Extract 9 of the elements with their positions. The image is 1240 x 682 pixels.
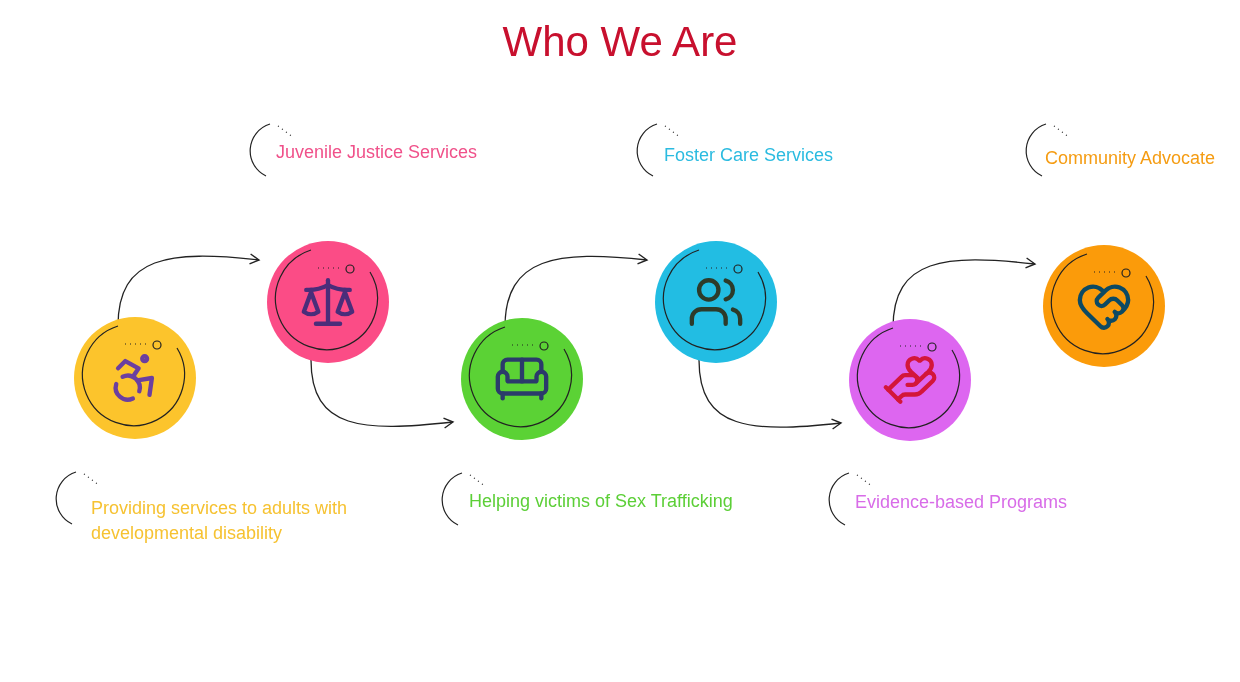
curved-arrow [698, 359, 842, 430]
title: Who We Are [502, 17, 738, 67]
service-label: Evidence-based Programs [855, 491, 1069, 514]
service-label: Foster Care Services [664, 144, 835, 167]
service-label: Helping victims of Sex Trafficking [469, 490, 734, 513]
service-label: Juvenile Justice Services [276, 141, 479, 164]
service-label: Providing services to adults with developmental disability [91, 497, 349, 545]
curved-arrow [310, 359, 454, 429]
service-label: Community Advocate [1045, 147, 1217, 170]
